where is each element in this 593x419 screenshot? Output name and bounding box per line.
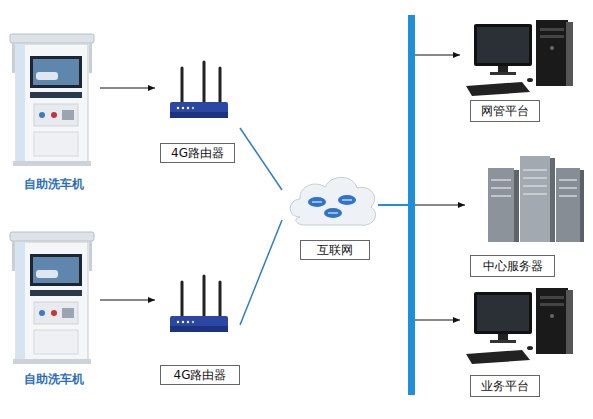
server-art (550, 158, 555, 242)
label-box: 业务平台 (470, 375, 540, 397)
car-wash-machine-art (10, 34, 94, 166)
device-caption: 自助洗车机 (8, 176, 100, 193)
computer-art (466, 20, 573, 96)
label-box: 网管平台 (470, 100, 540, 122)
platform-node: 网管平台 (460, 18, 580, 124)
car-wash-machine-art (10, 232, 94, 364)
server-node: 中心服务器 (465, 148, 583, 280)
router-art (170, 276, 228, 332)
platform-node: 业务平台 (460, 288, 580, 400)
connector-line (378, 55, 412, 205)
computer-art (466, 20, 573, 96)
computer-art (466, 288, 573, 364)
connector (378, 205, 460, 320)
server-art (488, 168, 514, 242)
router-node: 4G路由器 (155, 62, 240, 165)
server-art (556, 168, 580, 242)
label-box: 互联网 (300, 240, 370, 260)
cloud-art (312, 200, 352, 213)
car-wash-machine: 自助洗车机 (8, 35, 100, 195)
router-art (170, 62, 228, 118)
router-art (170, 276, 228, 332)
connector-line (378, 205, 412, 320)
label-box: 中心服务器 (470, 255, 555, 277)
connector-line (240, 220, 282, 325)
connector-line (415, 320, 460, 321)
connector (240, 220, 282, 325)
connector-line (415, 205, 465, 206)
computer-art (466, 288, 573, 364)
server-art (491, 170, 577, 196)
label-box: 4G路由器 (160, 143, 235, 163)
router-node: 4G路由器 (155, 278, 240, 388)
car-wash-machine-art (10, 232, 94, 364)
connector (100, 88, 155, 89)
internet-cloud: 互联网 (282, 172, 378, 262)
connector-line (100, 300, 155, 301)
cloud-art (290, 177, 375, 225)
connector (100, 300, 155, 301)
device-caption: 自助洗车机 (8, 371, 100, 388)
car-wash-machine: 自助洗车机 (8, 232, 100, 390)
connector-line (415, 55, 460, 56)
server-art (520, 156, 550, 242)
server-art (488, 156, 584, 242)
router-art (170, 62, 228, 118)
connector-line (100, 88, 155, 89)
cloud-art (290, 177, 375, 225)
connector-line (240, 128, 282, 190)
connector (378, 55, 460, 205)
label-box: 4G路由器 (160, 365, 240, 385)
server-art (514, 170, 519, 242)
server-art (580, 170, 584, 242)
car-wash-machine-art (10, 34, 94, 166)
connector (240, 128, 282, 190)
